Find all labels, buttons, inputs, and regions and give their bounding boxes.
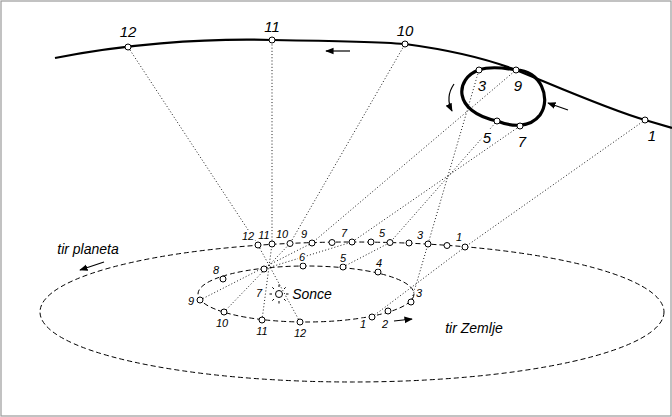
earth-orbit — [198, 266, 414, 322]
planet-position-number: 1 — [455, 232, 463, 243]
sight-line — [128, 47, 300, 322]
direction-arrow — [548, 103, 568, 110]
direction-arrow — [394, 319, 412, 321]
earth-position-number: 4 — [375, 258, 383, 269]
earth-position-number: 2 — [381, 319, 389, 330]
earth-position-number: 7 — [255, 288, 263, 299]
sky-position-number: 5 — [482, 130, 492, 145]
direction-arrow — [326, 50, 350, 51]
earth-position-number: 10 — [215, 318, 229, 329]
sun-symbol — [270, 285, 289, 304]
retrograde-loop — [462, 68, 545, 126]
planet-position-number: 5 — [378, 228, 386, 239]
apparent-path — [55, 40, 672, 128]
sight-line — [224, 44, 405, 312]
sky-position-number: 10 — [396, 23, 415, 38]
earth-position-number: 9 — [187, 296, 195, 307]
earth-position-number: 11 — [255, 326, 268, 337]
planet-position-number: 12 — [241, 231, 255, 242]
sight-lines — [128, 40, 645, 322]
orbit-label: tir planeta — [56, 242, 119, 256]
earth-position-number: 5 — [339, 253, 347, 264]
earth-position-number: 1 — [359, 319, 367, 330]
sight-line — [411, 70, 479, 302]
sight-line — [372, 120, 645, 317]
sky-position-number: 12 — [119, 24, 138, 39]
sky-position-number: 3 — [477, 78, 487, 93]
earth-position-number: 8 — [212, 265, 220, 276]
planet-position-number: 11 — [257, 230, 270, 241]
sky-position-number: 9 — [513, 78, 523, 93]
direction-arrow — [449, 84, 454, 111]
planet-orbit — [40, 242, 664, 382]
planet-position-number: 3 — [416, 230, 424, 241]
planet-position-number: 7 — [340, 228, 348, 239]
sight-line — [264, 126, 520, 269]
planet-position-number: 9 — [300, 229, 308, 240]
earth-position-number: 6 — [298, 252, 306, 263]
sky-position-number: 7 — [517, 134, 527, 149]
earth-position-number: 12 — [293, 328, 307, 339]
orbit-label: tir Zemlje — [444, 321, 504, 335]
sky-position-number: 1 — [647, 128, 657, 143]
sight-line — [262, 40, 272, 320]
position-points — [125, 37, 648, 325]
direction-arrow — [80, 262, 104, 270]
sun-label: Sonce — [291, 287, 333, 301]
earth-position-number: 3 — [415, 288, 423, 299]
sky-position-number: 11 — [263, 19, 281, 34]
sight-line — [343, 121, 497, 267]
planet-position-number: 10 — [275, 229, 289, 240]
direction-arrows — [80, 51, 568, 321]
